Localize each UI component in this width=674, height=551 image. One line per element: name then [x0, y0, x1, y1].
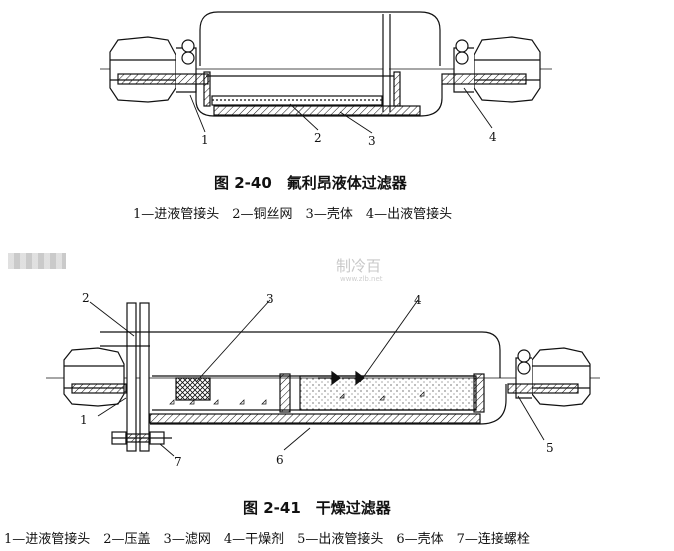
callout-7-fig2: 7 [174, 455, 182, 469]
left-inlet-nut-icon-2 [63, 347, 125, 407]
figure-2-41-legend: 1—进液管接头 2—压盖 3—滤网 4—干燥剂 5—出液管接头 6—壳体 7—连… [4, 532, 530, 547]
callout-4-fig2: 4 [414, 293, 422, 307]
figure-2-40-callouts [189, 87, 493, 134]
callout-1-fig2: 1 [80, 413, 88, 427]
figure-2-40-legend: 1—进液管接头 2—铜丝网 3—壳体 4—出液管接头 [133, 207, 453, 222]
callout-2-fig2: 2 [82, 291, 90, 305]
figure-2-40-drawing [100, 11, 552, 117]
callout-1-fig1: 1 [201, 133, 209, 147]
figure-2-41-callouts [89, 299, 545, 457]
callout-6-fig2: 6 [276, 453, 284, 467]
watermark-logo: 制冷百 [336, 257, 382, 275]
watermark-url: www.zlb.net [340, 275, 383, 283]
callout-5-fig2: 5 [546, 441, 554, 455]
callout-3-fig1: 3 [368, 134, 376, 148]
connecting-bolt-icon [111, 431, 172, 445]
blurred-label [8, 253, 66, 269]
right-outlet-nut-icon-2 [515, 347, 591, 407]
figure-2-41-caption: 图 2-41 干燥过滤器 [243, 499, 391, 517]
callout-3-fig2: 3 [266, 292, 274, 306]
figure-2-40-caption: 图 2-40 氟利昂液体过滤器 [214, 174, 407, 192]
callout-2-fig1: 2 [314, 131, 322, 145]
callout-4-fig1: 4 [489, 130, 497, 144]
flow-arrow-icon [318, 370, 365, 386]
left-inlet-nut-icon [109, 36, 197, 103]
figure-2-41-drawing [46, 302, 600, 452]
